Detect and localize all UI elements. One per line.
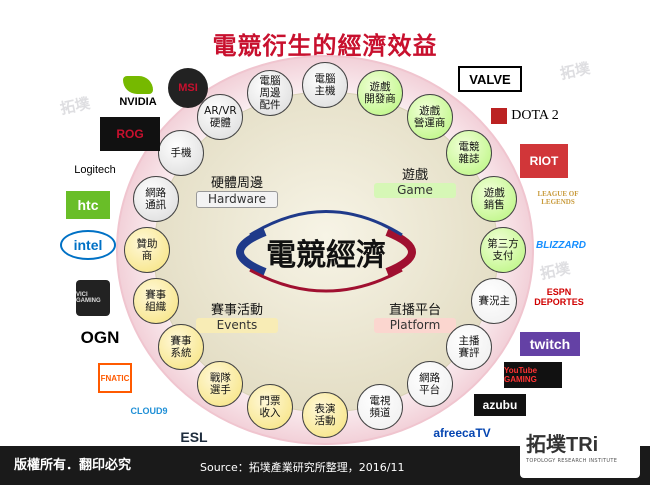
quadrant-events-en: Events	[196, 318, 278, 333]
ring-node: 手機	[158, 130, 204, 176]
footer-bar: 版權所有．翻印必究 Source：拓墣產業研究所整理，2016/11	[0, 446, 650, 485]
ring-node: 電視 頻道	[357, 383, 403, 430]
nvidia-logo: NVIDIA	[108, 72, 168, 112]
ogn-logo: OGN	[80, 328, 120, 347]
youtube-gaming-logo: YouTube GAMING	[504, 362, 562, 388]
ring-node: 網路 通訊	[132, 176, 179, 222]
quadrant-hardware: 硬體周邊 Hardware	[196, 176, 278, 208]
brand-name: 拓墣TRi	[526, 434, 599, 456]
ring-node: 第三方 支付	[480, 227, 526, 273]
ring-node: 表演 活動	[302, 392, 348, 438]
ring-node: 遊戲 開發商	[357, 70, 403, 117]
quadrant-platform-en: Platform	[374, 318, 456, 333]
azubu-logo: azubu	[474, 394, 526, 416]
afreecatv-logo: afreecaTV	[433, 426, 491, 440]
ring-node: 賽事 組織	[132, 278, 179, 324]
ring-node: 電腦 主機	[302, 62, 348, 108]
intel-logo: intel	[60, 230, 116, 260]
dota2-logo: DOTA 2	[488, 102, 562, 130]
ring-node: 電競 雜誌	[446, 130, 492, 176]
quadrant-game-zh: 遊戲	[401, 168, 428, 183]
center-label: 電競經濟	[266, 238, 386, 273]
quadrant-platform-zh: 直播平台	[388, 303, 441, 318]
ring-node: 電腦 周邊 配件	[247, 70, 293, 117]
msi-logo: MSI	[168, 68, 208, 108]
espn-deportes-logo: ESPN DEPORTES	[534, 287, 584, 307]
center-arc-top	[249, 210, 403, 237]
blizzard-logo: BLIZZARD	[536, 239, 586, 251]
riot-games-logo: RIOT	[520, 144, 568, 178]
vici-gaming-logo: VICI GAMING	[76, 280, 110, 316]
htc-logo: htc	[66, 191, 110, 219]
brand-logo: 拓墣TRi TOPOLOGY RESEARCH INSTITUTE	[520, 420, 640, 478]
brand-subtitle: TOPOLOGY RESEARCH INSTITUTE	[526, 458, 618, 464]
logitech-logo: Logitech	[74, 164, 116, 176]
quadrant-hardware-en: Hardware	[196, 191, 278, 208]
ring-node: 門票 收入	[247, 383, 293, 430]
quadrant-game: 遊戲 Game	[374, 168, 456, 198]
ring-node: 遊戲 營運商	[406, 93, 453, 140]
center-arc-left	[236, 228, 267, 276]
rog-logo: ROG	[100, 117, 160, 151]
quadrant-events: 賽事活動 Events	[196, 303, 278, 333]
ring-node: AR/VR 硬體	[197, 93, 244, 140]
quadrant-hardware-zh: 硬體周邊	[210, 176, 263, 191]
ring-node: 贊助 商	[124, 227, 170, 273]
esl-logo: ESL	[180, 429, 208, 445]
ring-node: 主播 賽評	[446, 324, 492, 370]
ring-node: 戰隊 選手	[197, 360, 244, 407]
nvidia-eye-icon	[123, 76, 153, 94]
cloud9-logo: CLOUD9	[130, 406, 168, 416]
ring-node: 遊戲 銷售	[471, 176, 518, 222]
twitch-logo: twitch	[520, 332, 580, 356]
ring-node: 網路 平台	[406, 360, 453, 407]
ring-node: 賽況主	[471, 278, 518, 324]
center-arc-bottom	[249, 268, 403, 293]
quadrant-events-zh: 賽事活動	[210, 303, 263, 318]
valve-logo: VALVE	[458, 66, 522, 92]
league-of-legends-logo: LEAGUE OF LEGENDS	[537, 190, 579, 206]
quadrant-platform: 直播平台 Platform	[374, 303, 456, 333]
copyright-notice: 版權所有．翻印必究	[14, 458, 132, 473]
source-note: Source：拓墣產業研究所整理，2016/11	[200, 461, 405, 474]
fnatic-logo: FNATIC	[98, 363, 132, 393]
center-arc-right	[385, 228, 416, 276]
ring-node: 賽事 系統	[158, 324, 204, 370]
quadrant-game-en: Game	[374, 183, 456, 198]
dota2-emblem-icon	[491, 108, 508, 124]
